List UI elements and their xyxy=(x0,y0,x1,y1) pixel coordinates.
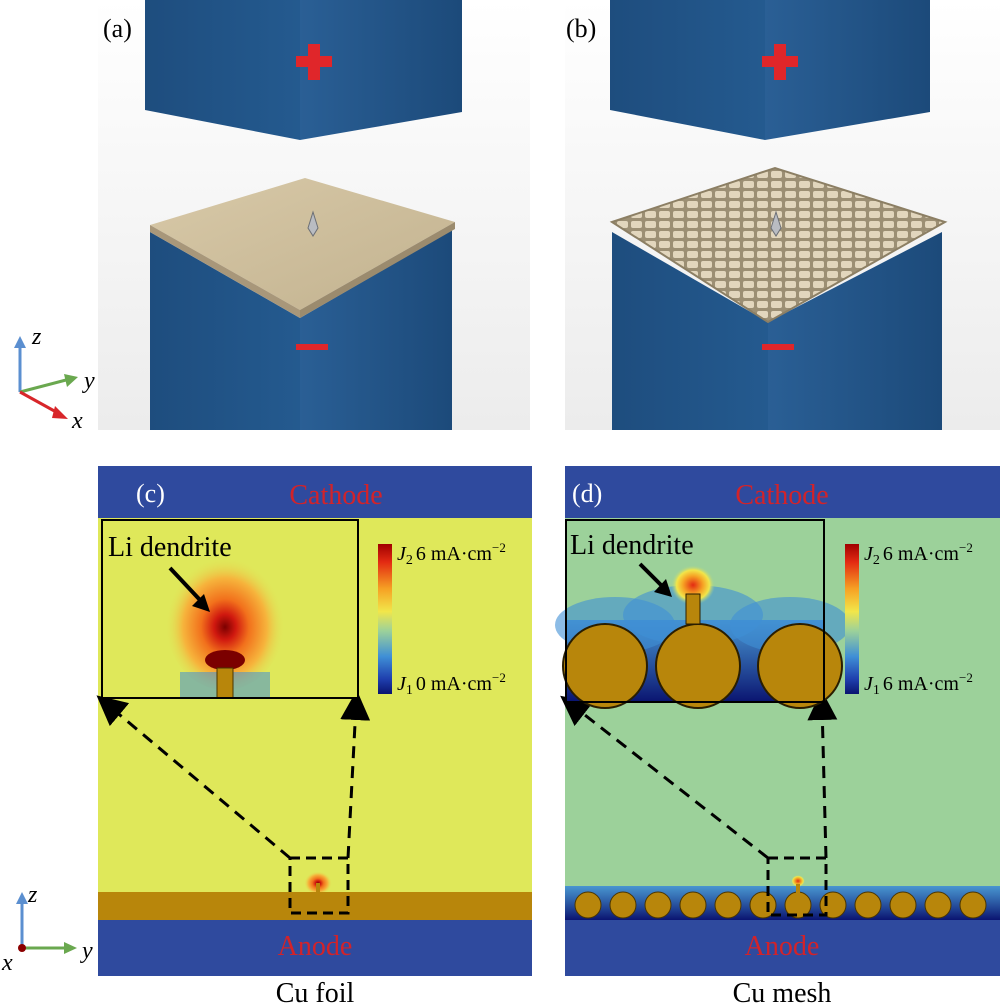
legend-low-exp-c: −2 xyxy=(492,670,506,685)
axis-x-label: x xyxy=(71,408,83,434)
inset-title-c: Li dendrite xyxy=(108,532,232,563)
legend-low-value-c: 0 mA·cm xyxy=(416,673,493,695)
inset-title-d: Li dendrite xyxy=(570,530,694,561)
legend-high-exp-d: −2 xyxy=(959,540,973,555)
legend-high-value-d: 6 mA·cm xyxy=(883,543,960,565)
cu-foil-layer xyxy=(98,892,532,920)
inset-dendrite-c xyxy=(216,667,234,699)
svg-text:J26 mA·cm−2: J26 mA·cm−2 xyxy=(397,540,506,568)
minus-sign-a xyxy=(296,344,328,350)
legend-low-sub-c: 1 xyxy=(406,683,413,698)
legend-high-exp-c: −2 xyxy=(492,540,506,555)
axis2d-x-label: x xyxy=(1,950,13,976)
top-block-a xyxy=(145,0,300,140)
panel-d: Cathode (d) Anode xyxy=(555,466,1000,1007)
zoom-box-c xyxy=(288,856,350,915)
svg-text:J10 mA·cm−2: J10 mA·cm−2 xyxy=(397,670,506,698)
cathode-band-d xyxy=(565,466,1000,518)
cu-foil xyxy=(150,178,455,310)
axis2d-y-label: y xyxy=(80,938,93,964)
legend-low-symbol-c: J xyxy=(397,673,407,695)
mesh-wires xyxy=(565,875,1000,920)
axes-3d: z y x xyxy=(14,324,95,434)
legend-high-sub-d: 2 xyxy=(873,553,880,568)
caption-c: Cu foil xyxy=(276,978,355,1007)
axis-z-label: z xyxy=(31,324,42,350)
legend-high-symbol-c: J xyxy=(397,543,407,565)
anode-band-c xyxy=(98,920,532,976)
cu-mesh xyxy=(609,166,948,324)
svg-text:J26 mA·cm−2: J26 mA·cm−2 xyxy=(864,540,973,568)
dendrite-b xyxy=(770,210,782,237)
cathode-label-c: Cathode xyxy=(289,480,382,511)
anode-label-d: Anode xyxy=(745,931,820,962)
panel-b: (b) xyxy=(565,0,1000,430)
bottom-block-b xyxy=(612,232,768,430)
legend-low-exp-d: −2 xyxy=(959,670,973,685)
legend-high-symbol-d: J xyxy=(864,543,874,565)
legend-low-value-d: 6 mA·cm xyxy=(883,673,960,695)
panel-c: Cathode (c) Anode Li dendrite xyxy=(96,466,532,1007)
panel-label-c: (c) xyxy=(136,479,165,508)
panel-label-d: (d) xyxy=(572,479,602,508)
legend-high-sub-c: 2 xyxy=(406,553,413,568)
plus-sign-b xyxy=(762,44,798,80)
bottom-block-a xyxy=(150,232,300,430)
minus-sign-b xyxy=(762,344,794,350)
axis-y-label: y xyxy=(82,368,95,394)
legend-low-symbol-d: J xyxy=(864,673,874,695)
inset-dendrite-d xyxy=(685,593,701,625)
svg-text:J16 mA·cm−2: J16 mA·cm−2 xyxy=(864,670,973,698)
panel-label-a: (a) xyxy=(103,14,132,43)
top-block-b xyxy=(610,0,765,140)
anode-band-d xyxy=(565,920,1000,976)
cathode-band-c xyxy=(98,466,532,518)
inset-d: Li dendrite xyxy=(555,519,850,709)
panel-label-b: (b) xyxy=(566,14,596,43)
axes-2d: z y x xyxy=(1,882,93,976)
cathode-label-d: Cathode xyxy=(735,480,828,511)
zoom-box-d xyxy=(766,856,828,917)
legend-high-value-c: 6 mA·cm xyxy=(416,543,493,565)
caption-d: Cu mesh xyxy=(733,978,832,1007)
inset-c: Li dendrite xyxy=(101,519,359,699)
panel-a: (a) xyxy=(98,0,530,430)
plus-sign-a xyxy=(296,44,332,80)
dendrite-a xyxy=(307,210,319,237)
legend-low-sub-d: 1 xyxy=(873,683,880,698)
axis2d-z-label: z xyxy=(27,882,38,908)
anode-label-c: Anode xyxy=(278,931,353,962)
